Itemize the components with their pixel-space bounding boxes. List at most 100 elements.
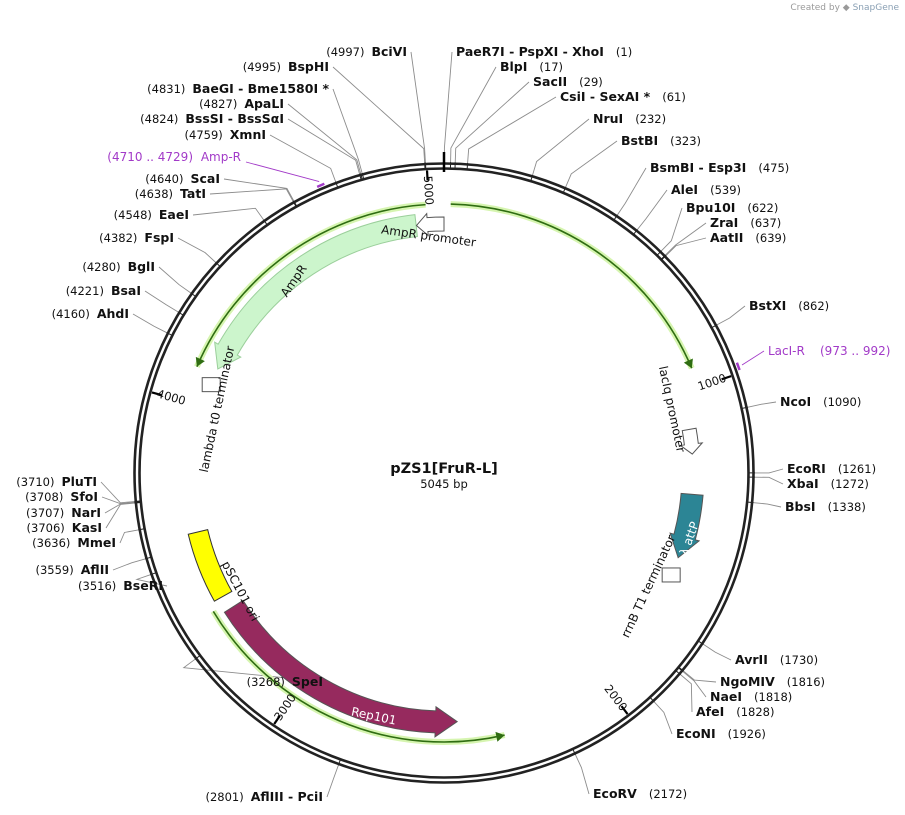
enzyme-site-bsai[interactable]: BsaI(4221) xyxy=(66,283,141,298)
enzyme-site-bgli[interactable]: BglI (4280) xyxy=(82,259,155,274)
enzyme-site-tati[interactable]: TatI(4638) xyxy=(135,186,206,201)
enzyme-position: (4382) xyxy=(99,231,137,245)
enzyme-site-ahdi[interactable]: AhdI(4160) xyxy=(52,306,129,321)
bp-tick-label: 2000 xyxy=(601,682,630,714)
enzyme-name: XbaI xyxy=(787,476,819,491)
enzyme-name: BseRI xyxy=(123,578,163,593)
enzyme-site-nrui[interactable]: NruI(232) xyxy=(593,111,666,126)
enzyme-site-aatii[interactable]: AatII(639) xyxy=(710,230,786,245)
enzyme-site-apali[interactable]: ApaLI (4827) xyxy=(199,96,284,111)
enzyme-position: (2172) xyxy=(649,787,687,801)
leader-ahdi xyxy=(132,313,167,333)
enzyme-site-csii-sexai[interactable]: CsiI - SexAI *(61) xyxy=(560,89,686,104)
enzyme-site-bstxi[interactable]: BstXI(862) xyxy=(749,298,829,313)
leader-mmei xyxy=(119,529,139,544)
feature-shape xyxy=(669,492,704,559)
leader-xbai xyxy=(754,476,784,485)
enzyme-site-avrii[interactable]: AvrII(1730) xyxy=(735,652,818,667)
enzyme-site-bbsi[interactable]: BbsI(1338) xyxy=(785,499,866,514)
feature-shape xyxy=(187,528,233,602)
enzyme-name: AflIII - PciI xyxy=(251,789,323,804)
leader-blpi xyxy=(450,66,497,163)
enzyme-position: (4640) xyxy=(145,172,183,186)
enzyme-position: (4280) xyxy=(82,260,120,274)
enzyme-site-bseri[interactable]: BseRI(3516) xyxy=(78,578,163,593)
enzyme-position: (4638) xyxy=(135,187,173,201)
enzyme-site-ecorv[interactable]: EcoRV(2172) xyxy=(593,786,687,801)
credit-prefix: Created by xyxy=(790,3,840,13)
enzyme-site-nari[interactable]: NarI(3707) xyxy=(26,505,101,520)
enzyme-site-afei[interactable]: AfeI(1828) xyxy=(696,704,775,719)
enzyme-site-xmni[interactable]: XmnI (4759) xyxy=(185,127,266,142)
enzyme-site-scai[interactable]: ScaI(4640) xyxy=(145,171,220,186)
leader-afei xyxy=(680,674,693,713)
enzyme-site-ngomiv[interactable]: NgoMIV(1816) xyxy=(720,674,825,689)
primer-leader xyxy=(741,350,765,366)
enzyme-site-aflii[interactable]: AflII(3559) xyxy=(36,562,110,577)
enzyme-site-bpu10i[interactable]: Bpu10I(622) xyxy=(686,200,778,215)
leader-alei xyxy=(637,189,668,230)
enzyme-position: (4759) xyxy=(185,128,223,142)
enzyme-name: NgoMIV xyxy=(720,674,775,689)
enzyme-site-naei[interactable]: NaeI(1818) xyxy=(710,689,792,704)
enzyme-site-xbai[interactable]: XbaI(1272) xyxy=(787,476,869,491)
bp-tick-label: 5000 xyxy=(421,175,437,205)
leader-naei xyxy=(682,671,707,698)
enzyme-site-bcivi[interactable]: BciVI(4997) xyxy=(326,44,407,59)
enzyme-position: (862) xyxy=(798,299,829,313)
enzyme-site-sacii[interactable]: SacII(29) xyxy=(533,74,603,89)
enzyme-site-sfoi[interactable]: SfoI(3708) xyxy=(25,489,98,504)
enzyme-position: (637) xyxy=(750,216,781,230)
enzyme-site-zrai[interactable]: ZraI(637) xyxy=(710,215,781,230)
leader-ecori xyxy=(754,468,784,474)
feature-psc101-ori[interactable]: pSC101 ori xyxy=(187,528,262,624)
enzyme-site-alei[interactable]: AleI(539) xyxy=(671,182,741,197)
feature-attp[interactable]: λ attP xyxy=(669,492,704,559)
leader-bsmbi-esp3i xyxy=(617,167,647,216)
enzyme-position: (1828) xyxy=(736,705,774,719)
leader-apali xyxy=(287,103,362,174)
enzyme-site-bsmbi-esp3i[interactable]: BsmBI - Esp3I(475) xyxy=(650,160,789,175)
enzyme-name: NcoI xyxy=(780,394,811,409)
enzyme-position: (4827) xyxy=(199,97,237,111)
enzyme-name: BaeGI - Bme1580I * xyxy=(192,81,329,96)
orf-arc xyxy=(196,203,426,367)
primer-amp-r[interactable]: Amp-R(4710 .. 4729) xyxy=(107,150,320,183)
leader-xmni xyxy=(269,134,336,182)
feature-laciq-promoter[interactable]: lacIq promoter xyxy=(656,365,704,455)
leader-bsai xyxy=(144,290,179,313)
enzyme-site-paer7i-pspxi-xhoi[interactable]: PaeR7I - PspXI - XhoI(1) xyxy=(456,44,632,59)
enzyme-site-blpi[interactable]: BlpI(17) xyxy=(500,59,563,74)
enzyme-site-fspi[interactable]: FspI(4382) xyxy=(99,230,174,245)
enzyme-site-econi[interactable]: EcoNI(1926) xyxy=(676,726,766,741)
enzyme-position: (4831) xyxy=(147,82,185,96)
plasmid-name: pZS1[FruR-L] xyxy=(390,461,498,477)
enzyme-name: NarI xyxy=(71,505,101,520)
enzyme-site-baegi-bme1580i[interactable]: BaeGI - Bme1580I * (4831) xyxy=(147,81,329,96)
enzyme-name: XmnI xyxy=(230,127,266,142)
enzyme-site-ecori[interactable]: EcoRI(1261) xyxy=(787,461,876,476)
enzyme-site-mmei[interactable]: MmeI(3636) xyxy=(32,535,116,550)
enzyme-site-pluti[interactable]: PluTI(3710) xyxy=(16,474,97,489)
enzyme-site-kasi[interactable]: KasI(3706) xyxy=(27,520,102,535)
enzyme-site-afliii-pcii[interactable]: AflIII - PciI(2801) xyxy=(205,789,323,804)
leader-bcivi xyxy=(410,51,426,163)
orf-arrowhead xyxy=(683,358,693,369)
enzyme-site-bstbi[interactable]: BstBI(323) xyxy=(621,133,701,148)
primer-laci-r[interactable]: LacI-R(973 .. 992) xyxy=(741,344,890,366)
leader-bseri xyxy=(135,574,168,587)
enzyme-name: BglI xyxy=(128,259,155,274)
enzyme-name: EcoRI xyxy=(787,461,826,476)
leader-bgli xyxy=(158,266,191,294)
enzyme-position: (3636) xyxy=(32,536,70,550)
enzyme-site-ncoi[interactable]: NcoI(1090) xyxy=(780,394,861,409)
leader-econi xyxy=(654,701,673,735)
feature-rrnb-t1-terminator[interactable]: rrnB T1 terminator xyxy=(618,533,681,640)
bp-tick-label: 1000 xyxy=(696,371,728,394)
enzyme-site-bsphi[interactable]: BspHI(4995) xyxy=(243,59,329,74)
enzyme-name: ApaLI xyxy=(244,96,284,111)
enzyme-name: AflII xyxy=(81,562,109,577)
enzyme-site-bsssi-bsss-i[interactable]: BssSI - BssSαI(4824) xyxy=(140,111,284,126)
enzyme-site-spei[interactable]: SpeI(3268) xyxy=(247,674,323,689)
enzyme-site-eaei[interactable]: EaeI(4548) xyxy=(114,207,189,222)
